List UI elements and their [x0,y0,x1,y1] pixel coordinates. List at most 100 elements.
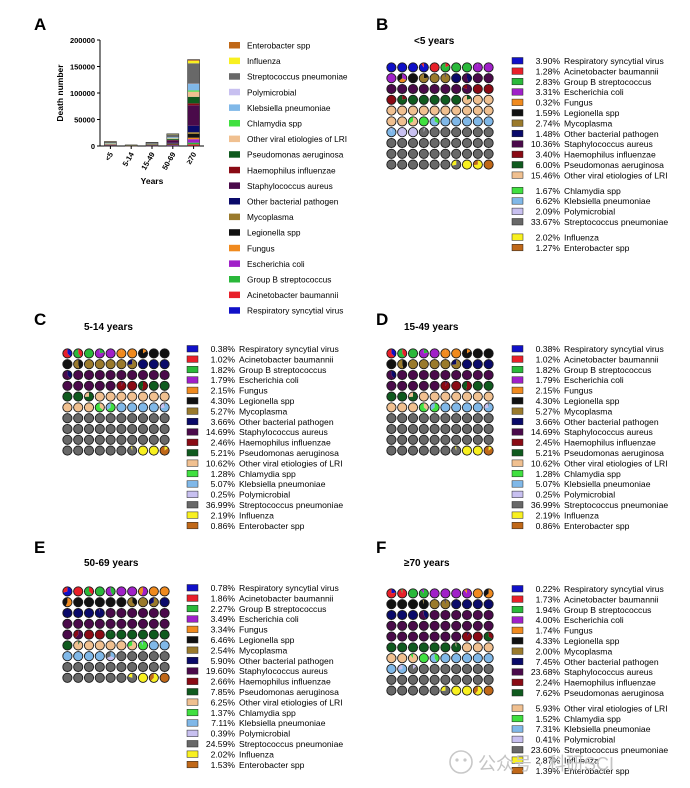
legend-label: Group B streptococcus [239,365,326,375]
waffle-dot-streptococcus-pneumoniae [451,664,461,674]
legend-percent: 5.21% [536,448,561,458]
waffle-cell-outline [62,391,73,402]
waffle-cell-outline [159,369,170,381]
bar-segment-fungus [187,137,200,140]
waffle-dot-legionella-spp [408,73,418,83]
waffle-cell [386,653,397,664]
waffle-cell-outline [386,434,397,445]
legend-label: Legionella spp [239,396,295,406]
bar-segment-other-viral-etiologies-of-lri [187,91,200,97]
waffle-cell [148,629,159,640]
waffle-cell [73,359,84,370]
waffle-wedge-klebsiella-pneumoniae [386,127,397,137]
waffle-dot-streptococcus-pneumoniae [397,435,407,445]
waffle-cell [83,629,95,640]
waffle-cell [148,651,159,662]
waffle-cell-outline [105,413,116,424]
waffle-cell-outline [483,413,494,424]
waffle-cell-outline [94,434,105,445]
waffle-dot-streptococcus-pneumoniae [106,435,116,445]
waffle-dot-other-viral-etiologies-of-lri [397,402,407,412]
waffle-cell [451,434,462,445]
legend-label: Enterobacter spp [239,760,305,770]
waffle-cell [451,380,462,391]
waffle-dot-pseudomonas-aeruginosa [62,392,72,402]
waffle-cell-outline [159,618,170,629]
legend-entry-acinetobacter-baumannii: 1.73%Acinetobacter baumannii [511,594,659,604]
waffle-cell-outline [440,653,451,664]
waffle-dot-other-bacterial-pathogen [397,610,407,620]
waffle-cell [407,105,419,116]
waffle-cell [483,116,494,127]
legend-label: Staphylococcus aureus [564,667,653,677]
waffle-dot-staphylococcus-aureus [386,381,396,391]
legend-label: Respiratory syncytial virus [564,344,664,354]
waffle-dot-pseudomonas-aeruginosa [440,95,450,105]
legend-label: Acinetobacter baumannii [239,354,334,364]
waffle-cell-outline [472,94,483,105]
waffle-dot-streptococcus-pneumoniae [95,435,105,445]
waffle-dot-streptococcus-pneumoniae [430,424,440,434]
waffle-cell-outline [148,359,159,370]
waffle-cell [116,423,127,435]
legend-entry-chlamydia-spp: 1.52%Chlamydia spp [511,714,621,724]
waffle-cell-outline [137,586,149,597]
waffle-cell-outline [62,359,73,370]
waffle-wedge-influenza [440,686,446,691]
legend-label: Chlamydia spp [239,469,296,479]
waffle-cell-outline [418,148,429,159]
waffle-dot-pseudomonas-aeruginosa [430,95,440,105]
legend-label: Pseudomonas aeruginosa [239,448,339,458]
legend-label: Legionella spp [239,635,295,645]
waffle-cell-outline [83,618,95,629]
legend-percent: 5.21% [211,448,236,458]
waffle-cell-outline [397,653,408,664]
legend-percent: 2.02% [536,232,561,242]
waffle-cell [429,413,440,424]
waffle-dot-streptococcus-pneumoniae [408,446,418,456]
waffle-cell [73,380,84,391]
waffle-dot-other-bacterial-pathogen [484,599,494,609]
waffle-dot-staphylococcus-aureus [73,381,83,391]
legend-percent: 3.40% [536,150,561,160]
waffle-dot-other-viral-etiologies-of-lri [127,392,137,402]
waffle-cell [429,73,440,84]
waffle-dot-streptococcus-pneumoniae [116,446,126,456]
waffle-cell-outline [451,685,462,696]
waffle-dot-streptococcus-pneumoniae [138,435,148,445]
waffle-dot-streptococcus-pneumoniae [484,675,494,685]
waffle-dot-escherichia-coli [484,62,494,72]
waffle-cell [94,369,105,381]
waffle-cell-outline [440,348,451,359]
waffle-cell [386,663,397,675]
waffle-cell-outline [407,73,419,84]
legend-swatch [186,646,199,654]
legend-percent: 10.62% [531,458,561,468]
legend-percent: 14.69% [206,427,236,437]
waffle-dot-other-viral-etiologies-of-lri [386,402,396,412]
waffle-cell [418,369,429,381]
waffle-cell-outline [397,609,408,621]
waffle-cell [418,620,429,631]
waffle-cell [73,586,84,597]
legend-entry-legionella-spp: 4.30%Legionella spp [186,396,295,406]
waffle-cell-outline [429,663,440,675]
legend-swatch [511,767,524,775]
waffle-cell [418,83,429,95]
legend-label: Respiratory syncytial virus [239,583,339,593]
legend-swatch [511,345,524,353]
waffle-cell-outline [461,620,473,631]
waffle-cell [429,159,440,170]
waffle-cell [461,434,473,445]
waffle-dot-streptococcus-pneumoniae [397,424,407,434]
legend-entry-respiratory-syncytial-virus: Respiratory syncytial virus [229,306,343,316]
waffle-cell-outline [397,105,408,116]
waffle-wedge-staphylococcus-aureus [467,632,470,637]
waffle-cell-outline [461,631,473,642]
waffle-dot-pseudomonas-aeruginosa [397,392,407,402]
legend-label: Respiratory syncytial virus [564,584,664,594]
waffle-cell-outline [83,380,95,391]
legend-entry-chlamydia-spp: 1.28%Chlamydia spp [511,469,621,479]
legend-entry-klebsiella-pneumoniae: Klebsiella pneumoniae [229,103,331,113]
waffle-cell [429,391,440,402]
